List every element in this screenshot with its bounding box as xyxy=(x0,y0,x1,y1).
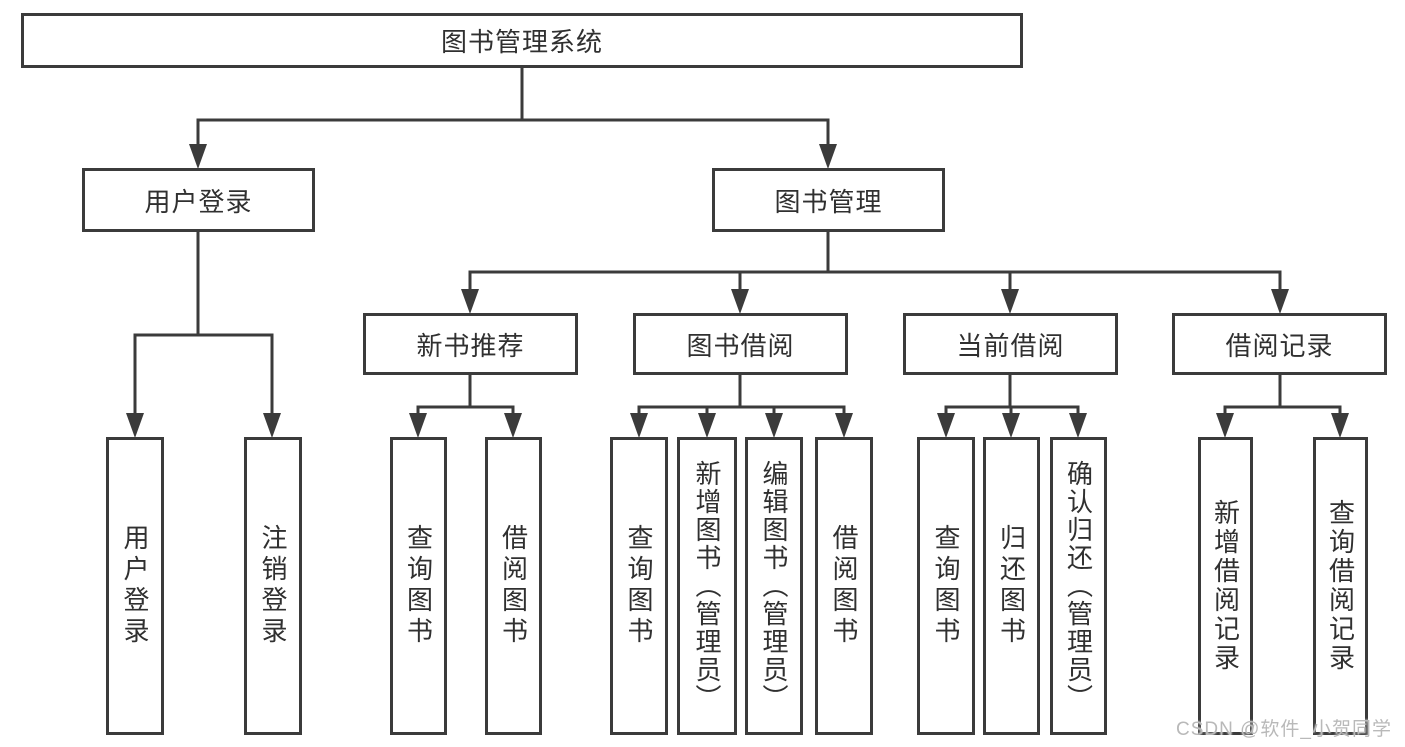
node-user-login: 用户登录 xyxy=(82,168,315,232)
leaf-logout: 注销登录 xyxy=(244,437,302,735)
node-book-management: 图书管理 xyxy=(712,168,945,232)
leaf-borrow-books: 借阅图书 xyxy=(815,437,873,735)
leaf-query-books-recommend: 查询图书 xyxy=(390,437,447,735)
leaf-confirm-return-admin: 确认归还（管理员） xyxy=(1050,437,1107,735)
leaf-add-borrow-record: 新增借阅记录 xyxy=(1198,437,1253,735)
leaf-query-books-current: 查询图书 xyxy=(917,437,975,735)
leaf-label: 查询借阅记录 xyxy=(1325,499,1356,673)
leaf-label: 查询图书 xyxy=(624,524,654,648)
leaf-query-borrow-record: 查询借阅记录 xyxy=(1313,437,1368,735)
node-borrow-records: 借阅记录 xyxy=(1172,313,1387,375)
csdn-watermark: CSDN @软件_小贺同学 xyxy=(1176,719,1392,740)
node-book-borrow: 图书借阅 xyxy=(633,313,848,375)
leaf-return-books: 归还图书 xyxy=(983,437,1040,735)
leaf-label: 编辑图书（管理员） xyxy=(759,460,789,712)
leaf-query-books-borrow: 查询图书 xyxy=(610,437,668,735)
leaf-label: 借阅图书 xyxy=(498,524,529,648)
leaf-label: 新增借阅记录 xyxy=(1210,499,1241,673)
node-new-book-recommend: 新书推荐 xyxy=(363,313,578,375)
leaf-edit-book-admin: 编辑图书（管理员） xyxy=(745,437,803,735)
node-current-borrow: 当前借阅 xyxy=(903,313,1118,375)
leaf-label: 借阅图书 xyxy=(829,524,859,648)
leaf-label: 查询图书 xyxy=(931,524,961,648)
leaf-label: 确认归还（管理员） xyxy=(1063,460,1094,712)
leaf-label: 新增图书（管理员） xyxy=(692,460,722,712)
node-root: 图书管理系统 xyxy=(21,13,1023,68)
leaf-label: 查询图书 xyxy=(403,524,434,648)
leaf-label: 归还图书 xyxy=(996,524,1027,648)
leaf-label: 注销登录 xyxy=(258,524,288,648)
leaf-add-book-admin: 新增图书（管理员） xyxy=(677,437,737,735)
leaf-borrow-books-recommend: 借阅图书 xyxy=(485,437,542,735)
leaf-user-login: 用户登录 xyxy=(106,437,164,735)
leaf-label: 用户登录 xyxy=(120,524,150,648)
